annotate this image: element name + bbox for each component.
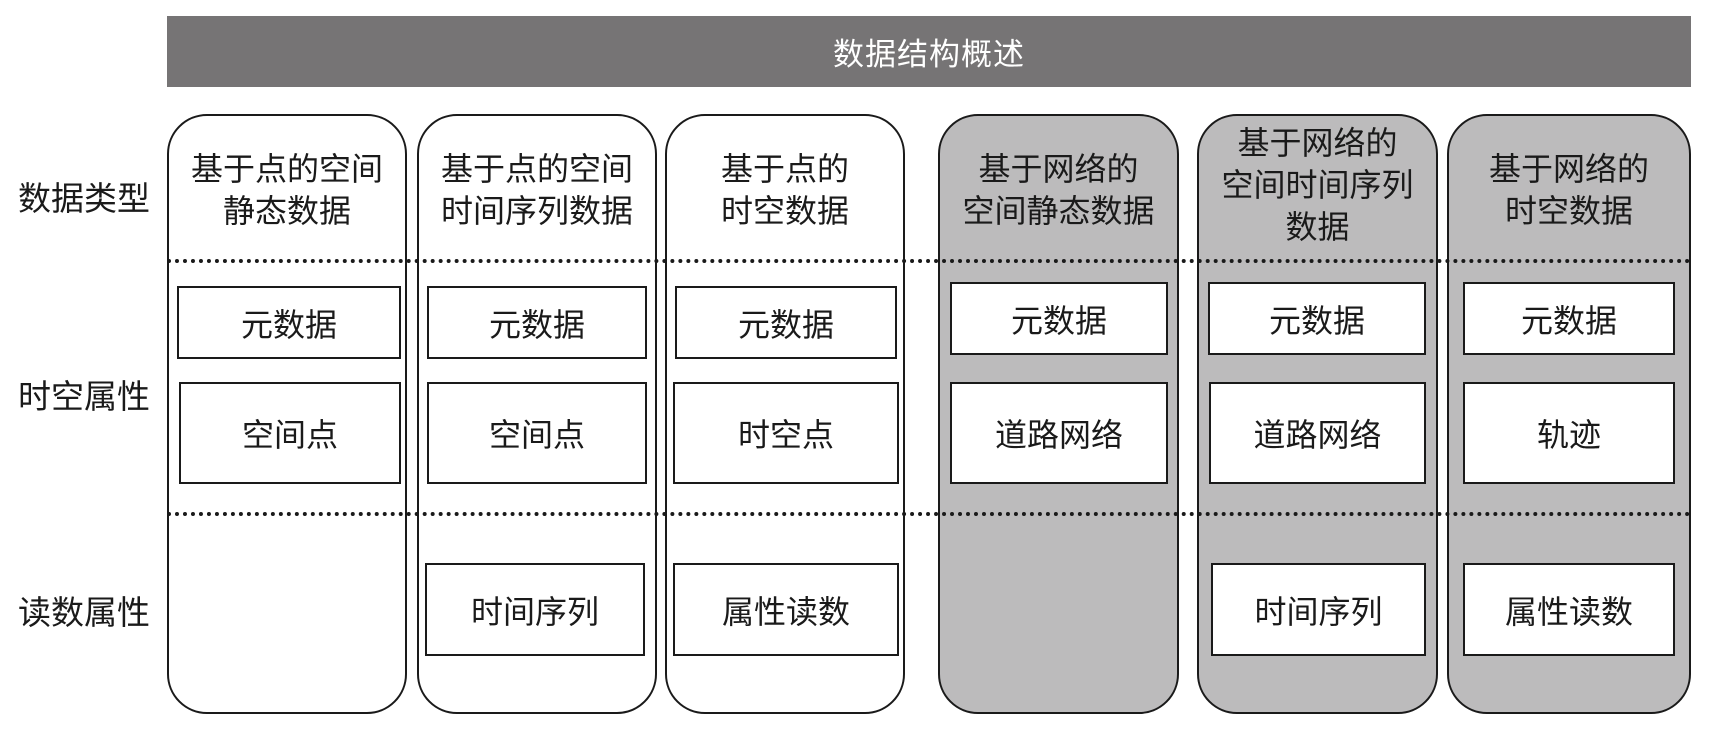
divider-line-lower — [167, 512, 1691, 516]
column-network-spatiotemporal: 基于网络的 时空数据 元数据 轨迹 属性读数 — [1447, 114, 1691, 714]
column-point-spatiotemporal: 基于点的 时空数据 元数据 时空点 属性读数 — [665, 114, 905, 714]
column-point-timeseries: 基于点的空间 时间序列数据 元数据 空间点 时间序列 — [417, 114, 657, 714]
spatial-box: 道路网络 — [950, 382, 1168, 484]
diagram-title: 数据结构概述 — [833, 37, 1025, 73]
column-title: 基于网络的 空间时间序列 数据 — [1221, 124, 1414, 246]
divider-line-upper — [167, 259, 1691, 263]
row-label-reading: 读数属性 — [18, 593, 150, 632]
metadata-box: 元数据 — [950, 282, 1168, 355]
reading-box: 时间序列 — [1211, 563, 1426, 656]
column-network-timeseries: 基于网络的 空间时间序列 数据 元数据 道路网络 时间序列 — [1197, 114, 1438, 714]
metadata-box: 元数据 — [177, 286, 401, 359]
reading-box: 属性读数 — [673, 563, 899, 656]
spatial-box: 轨迹 — [1463, 382, 1675, 484]
column-title: 基于点的 时空数据 — [720, 150, 849, 230]
row-label-spatiotemporal: 时空属性 — [18, 377, 150, 416]
row-label-data-type: 数据类型 — [18, 179, 150, 218]
column-network-static: 基于网络的 空间静态数据 元数据 道路网络 — [938, 114, 1179, 714]
spatial-box: 时空点 — [673, 382, 899, 484]
spatial-box: 空间点 — [179, 382, 401, 484]
metadata-box: 元数据 — [1208, 282, 1426, 355]
column-title: 基于网络的 时空数据 — [1488, 150, 1649, 230]
column-point-static: 基于点的空间 静态数据 元数据 空间点 — [167, 114, 407, 714]
column-title: 基于网络的 空间静态数据 — [962, 150, 1155, 230]
column-title: 基于点的空间 静态数据 — [190, 150, 383, 230]
metadata-box: 元数据 — [427, 286, 647, 359]
metadata-box: 元数据 — [1463, 282, 1675, 355]
reading-box: 时间序列 — [425, 563, 645, 656]
column-title: 基于点的空间 时间序列数据 — [440, 150, 633, 230]
metadata-box: 元数据 — [675, 286, 897, 359]
spatial-box: 道路网络 — [1209, 382, 1426, 484]
reading-box: 属性读数 — [1463, 563, 1675, 656]
header-bar: 数据结构概述 — [167, 16, 1691, 87]
spatial-box: 空间点 — [427, 382, 647, 484]
